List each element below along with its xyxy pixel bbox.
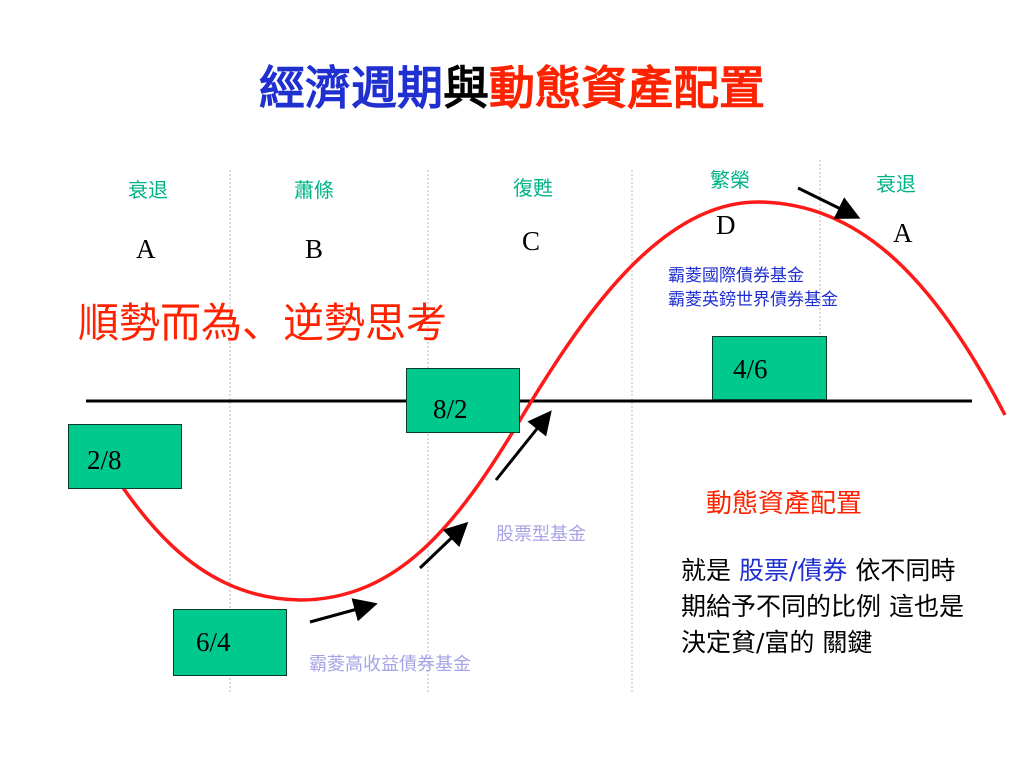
phase-label-boom: 繁榮: [710, 168, 750, 192]
fund-name: 霸菱國際債券基金: [668, 266, 804, 286]
allocation-ratio: 4/6: [733, 354, 768, 384]
trend-arrow: [797, 186, 861, 219]
motto-text: 順勢而為、逆勢思考: [78, 299, 447, 347]
phase-letter-a: A: [136, 234, 156, 264]
description-text: 就是: [681, 556, 732, 585]
phase-letter-a-2: A: [893, 218, 913, 248]
title-part-cycle: 經濟週期: [259, 61, 443, 115]
fund-label-recovery: 股票型基金: [496, 524, 586, 545]
description-text: 依不同時期給予不同的比例 這也是決定貧/富的 關鍵: [681, 556, 964, 657]
title-part-and: 與: [443, 61, 489, 115]
allocation-ratio: 2/8: [87, 445, 122, 475]
phase-label-recovery: 復甦: [513, 176, 553, 200]
phase-letter-c: C: [522, 226, 541, 256]
fund-label-boom: 霸菱國際債券基金 霸菱英鎊世界債券基金: [668, 264, 838, 312]
allocation-box-depression: 6/4: [173, 609, 287, 676]
allocation-box-boom: 4/6: [712, 336, 827, 400]
phase-letter-b: B: [305, 234, 324, 264]
dynamic-allocation-description: 就是 股票/債券 依不同時期給予不同的比例 這也是決定貧/富的 關鍵: [681, 553, 971, 661]
allocation-ratio: 6/4: [196, 627, 231, 657]
title-part-dynamic: 動態資產配置: [489, 61, 765, 115]
phase-label-depression: 蕭條: [294, 178, 334, 202]
phase-label-recession-2: 衰退: [876, 172, 916, 196]
allocation-box-recession: 2/8: [68, 424, 182, 489]
trend-arrow: [418, 521, 469, 570]
dynamic-allocation-title: 動態資產配置: [706, 489, 863, 519]
phase-letter-d: D: [716, 210, 736, 240]
allocation-ratio: 8/2: [433, 394, 468, 424]
description-highlight: 股票/債券: [738, 556, 848, 585]
allocation-box-recovery: 8/2: [406, 368, 520, 433]
fund-name: 霸菱英鎊世界債券基金: [668, 290, 838, 310]
trend-arrow: [494, 410, 552, 481]
fund-label-depression: 霸菱高收益債券基金: [309, 654, 471, 675]
page-title: 經濟週期與動態資產配置: [0, 52, 1024, 118]
phase-label-recession: 衰退: [128, 178, 168, 202]
trend-arrow: [309, 598, 378, 624]
economic-cycle-curve: [80, 200, 1007, 602]
